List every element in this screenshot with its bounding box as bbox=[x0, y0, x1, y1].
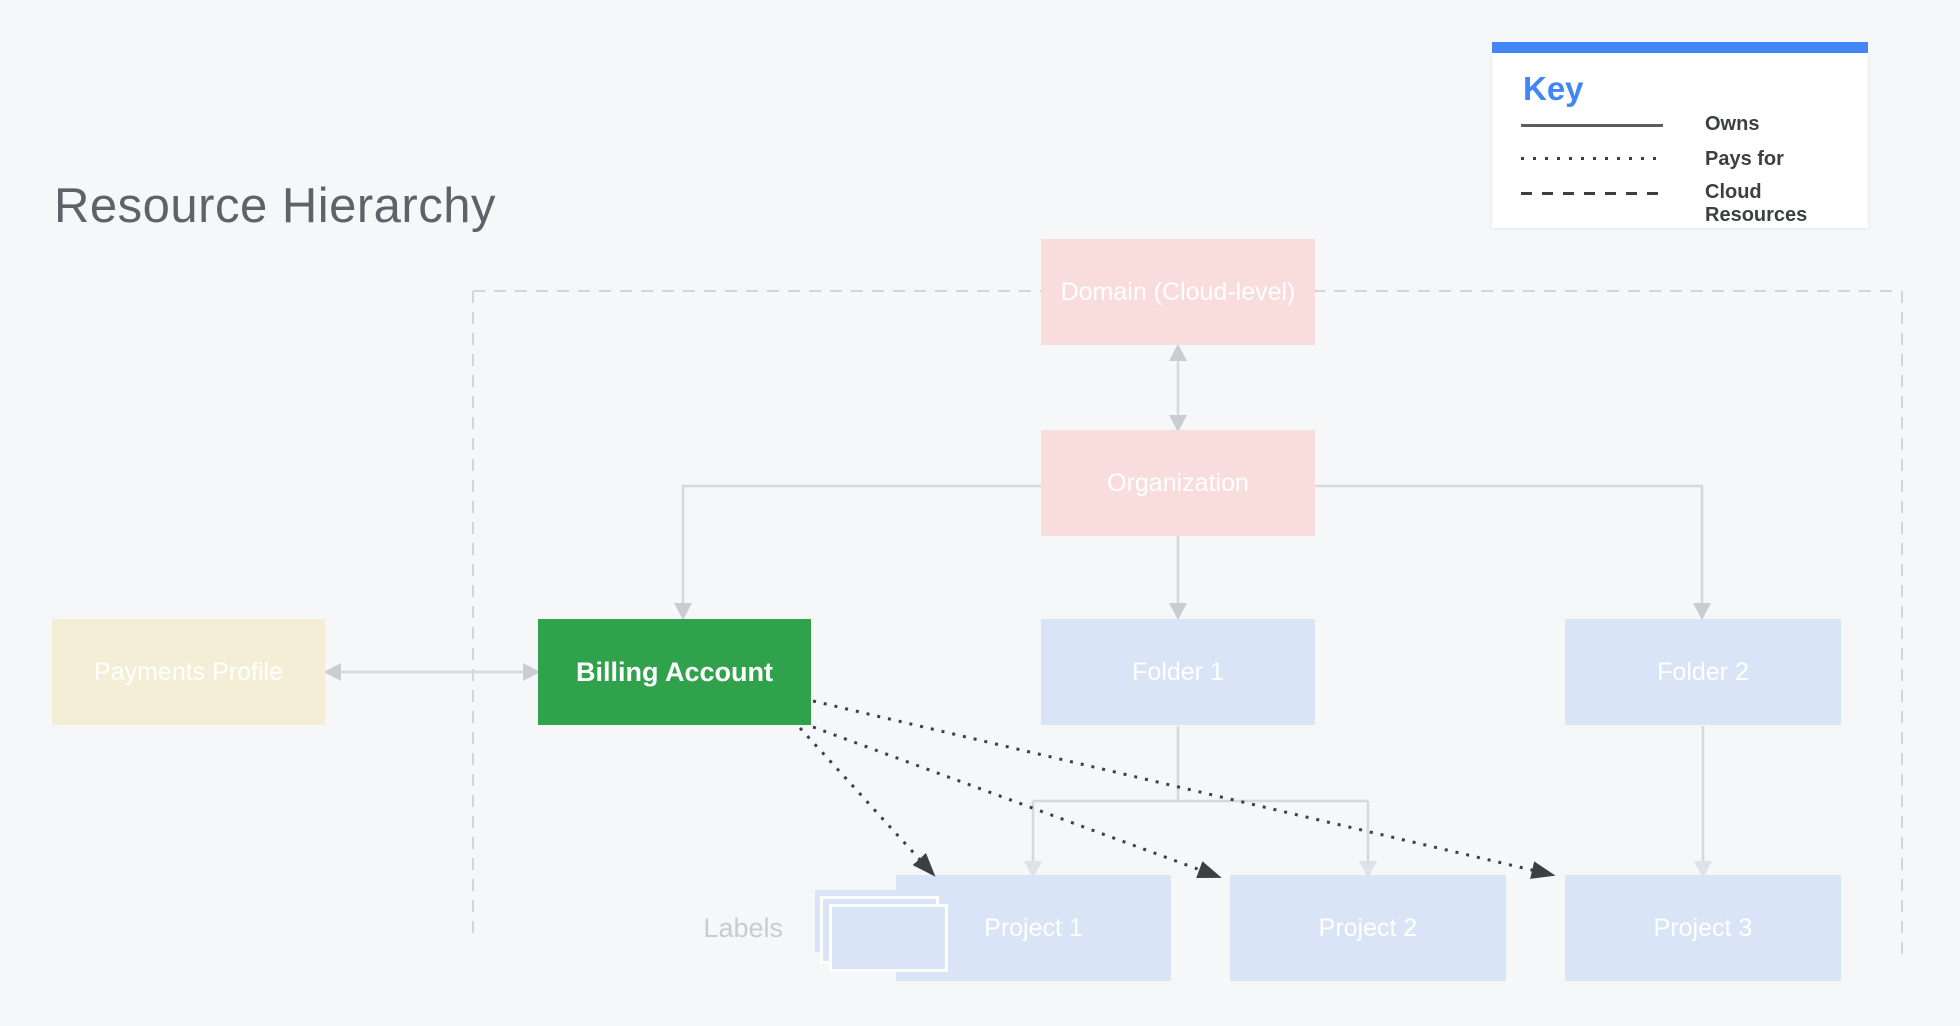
owns-line-organization-billing bbox=[681, 484, 1041, 606]
page-title: Resource Hierarchy bbox=[54, 179, 496, 233]
node-project3: Project 3 bbox=[1565, 875, 1841, 981]
owns-line-organization-folder2 bbox=[1315, 484, 1704, 606]
node-project1-label: Project 1 bbox=[984, 913, 1083, 942]
node-billing-account-label: Billing Account bbox=[576, 656, 773, 687]
node-project2: Project 2 bbox=[1230, 875, 1506, 981]
key-sample-pays-for-line bbox=[1521, 157, 1663, 160]
node-payments-profile: Payments Profile bbox=[52, 619, 325, 725]
key-label-owns: Owns bbox=[1705, 113, 1760, 135]
key-sample-owns-line bbox=[1521, 124, 1663, 127]
arrowhead-down-billing bbox=[674, 603, 692, 620]
pays-for-line-project2 bbox=[812, 725, 1222, 879]
arrowhead-left-payments bbox=[324, 663, 341, 681]
pays-for-line-project3 bbox=[812, 699, 1556, 879]
node-payments-profile-label: Payments Profile bbox=[94, 657, 283, 686]
node-folder1: Folder 1 bbox=[1041, 619, 1315, 725]
node-organization: Organization bbox=[1041, 430, 1315, 536]
node-folder1-label: Folder 1 bbox=[1132, 657, 1224, 686]
key-label-cloud-resources: Cloud Resources bbox=[1705, 181, 1808, 226]
key-legend: Key Owns Pays for Cloud Resources bbox=[1492, 42, 1868, 228]
key-heading: Key bbox=[1523, 70, 1584, 107]
key-sample-cloud-resources-line bbox=[1521, 192, 1663, 195]
node-domain-label: Domain (Cloud-level) bbox=[1060, 277, 1296, 306]
node-domain: Domain (Cloud-level) bbox=[1041, 239, 1315, 345]
key-legend-body: Key Owns Pays for Cloud Resources bbox=[1492, 53, 1868, 228]
node-folder2-label: Folder 2 bbox=[1657, 657, 1749, 686]
owns-line-folder1-projects bbox=[1031, 726, 1370, 864]
labels-card-front bbox=[829, 904, 948, 972]
arrowhead-down-folder2 bbox=[1693, 603, 1711, 620]
pays-for-line-project1 bbox=[798, 726, 936, 877]
key-legend-accent-bar bbox=[1492, 42, 1868, 53]
arrowhead-up-domain bbox=[1169, 344, 1187, 361]
key-label-pays-for: Pays for bbox=[1705, 148, 1784, 170]
node-organization-label: Organization bbox=[1107, 468, 1249, 497]
labels-caption: Labels bbox=[703, 913, 783, 943]
node-project2-label: Project 2 bbox=[1318, 913, 1418, 942]
node-billing-account: Billing Account bbox=[538, 619, 811, 725]
arrowhead-down-folder1 bbox=[1169, 603, 1187, 620]
node-folder2: Folder 2 bbox=[1565, 619, 1841, 725]
node-project3-label: Project 3 bbox=[1653, 913, 1753, 942]
